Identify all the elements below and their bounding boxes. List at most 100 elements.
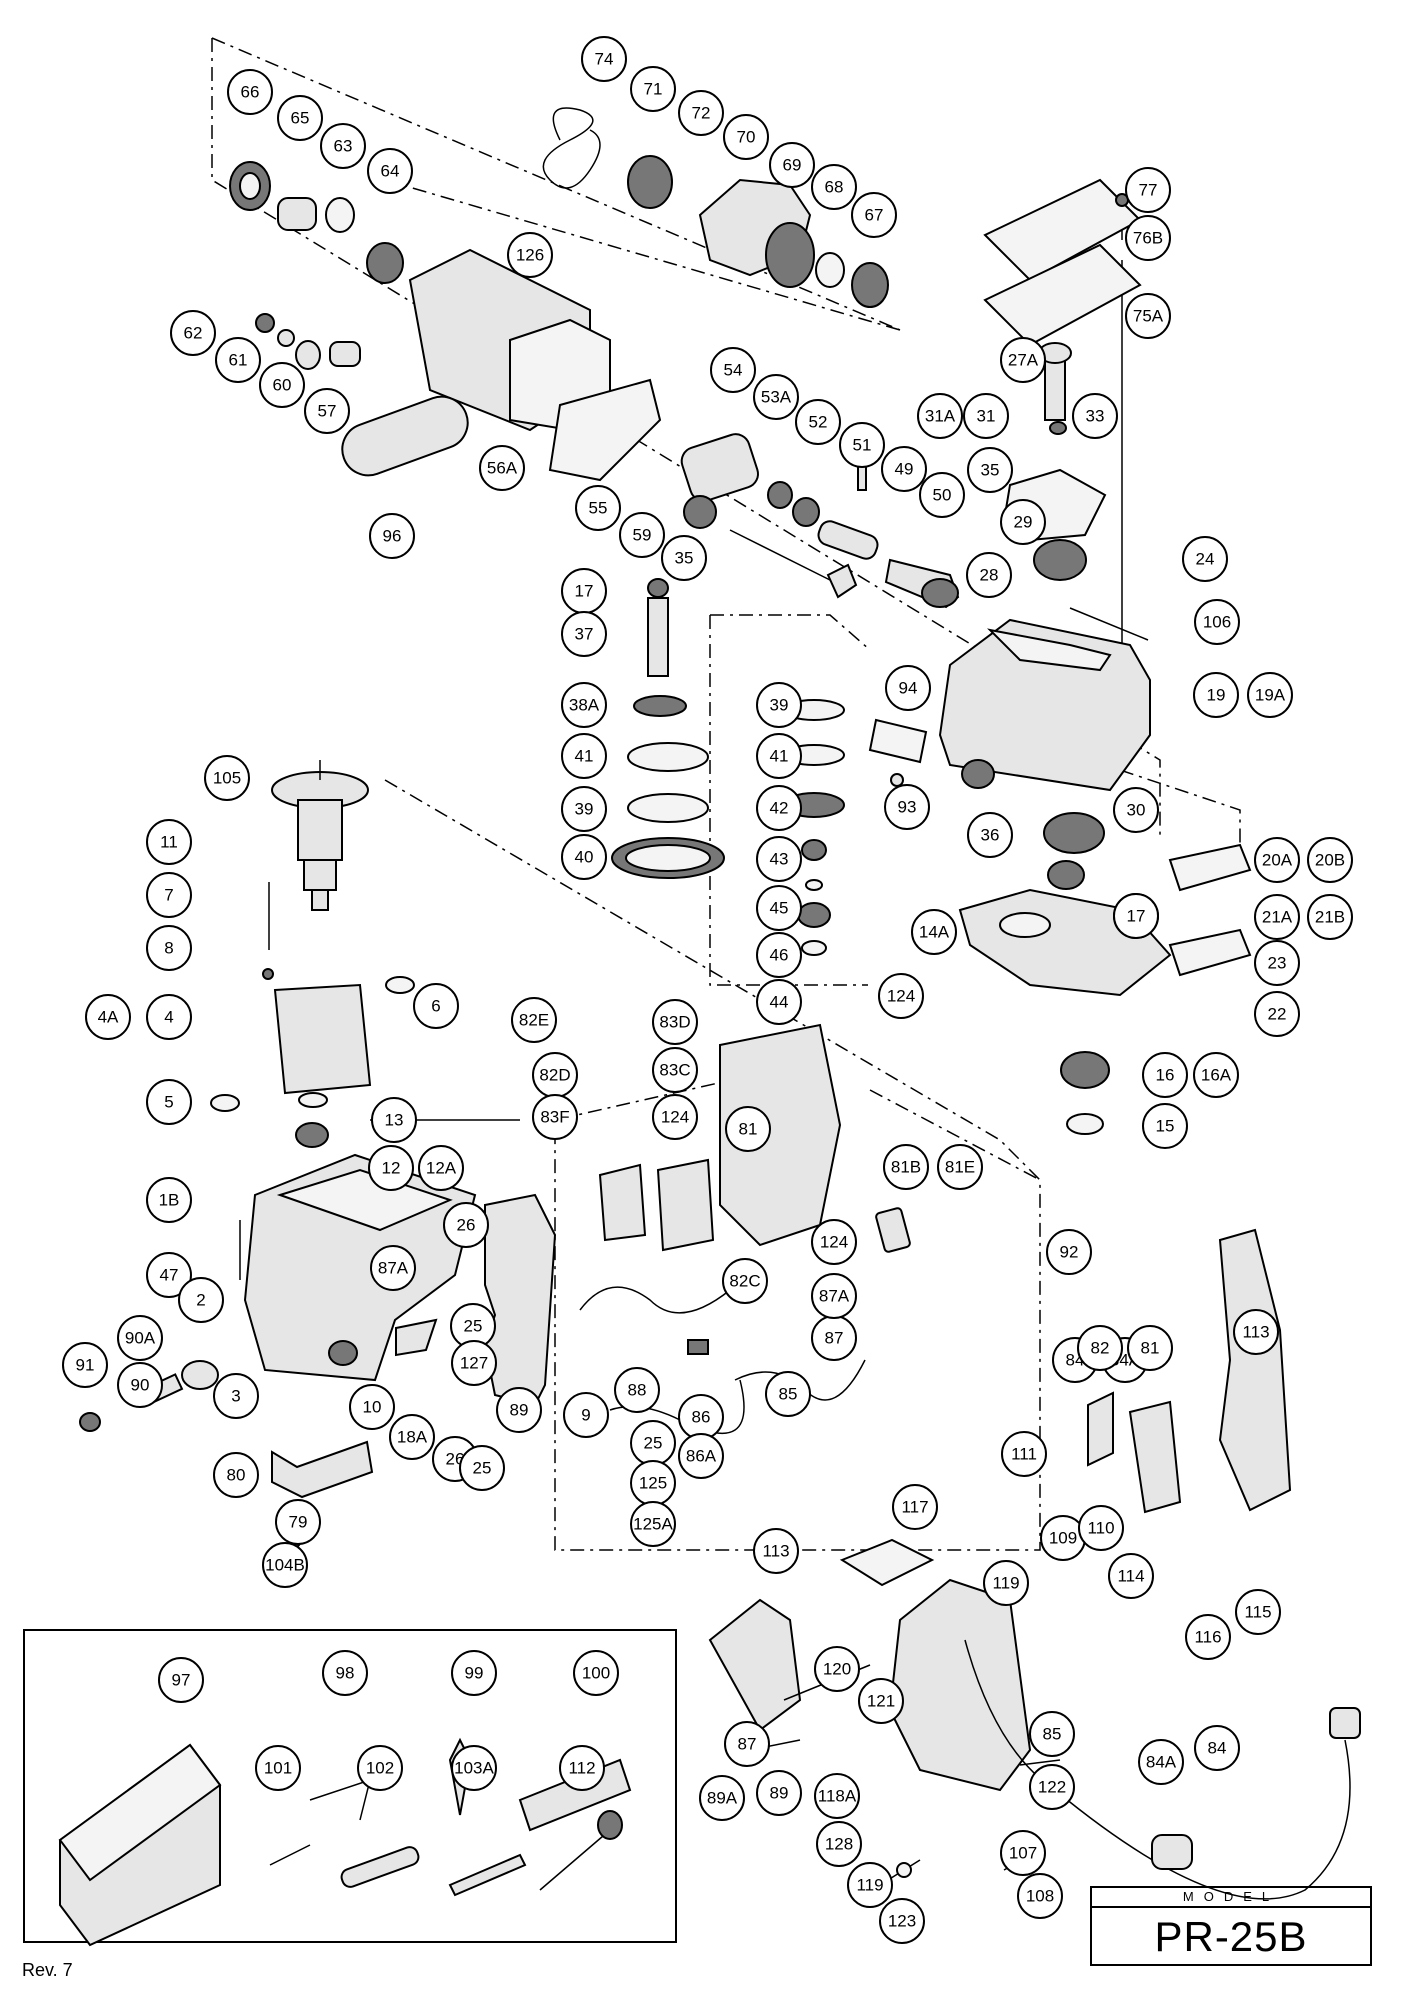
callout-label: 47 xyxy=(160,1266,179,1285)
callout-circle xyxy=(1078,1505,1124,1551)
callout-circle xyxy=(559,1745,605,1791)
callout-circle xyxy=(963,393,1009,439)
callout-label: 120 xyxy=(823,1660,851,1679)
callout-circle xyxy=(1072,393,1118,439)
callout-label: 86A xyxy=(686,1447,717,1466)
callout-circle xyxy=(1235,1589,1281,1635)
callout-circle xyxy=(879,1898,925,1944)
callout-82E: 82E xyxy=(511,997,557,1043)
callout-label: 85 xyxy=(779,1385,798,1404)
callout-label: 29 xyxy=(1014,513,1033,532)
callout-92: 92 xyxy=(1046,1229,1092,1275)
callout-label: 94 xyxy=(899,679,918,698)
callout-120: 120 xyxy=(814,1646,860,1692)
callout-circle xyxy=(1017,1873,1063,1919)
callout-label: 25 xyxy=(644,1434,663,1453)
callout-circle xyxy=(967,812,1013,858)
callout-label: 90 xyxy=(131,1376,150,1395)
callout-label: 41 xyxy=(575,747,594,766)
callout-label: 5 xyxy=(164,1093,173,1112)
callout-label: 92 xyxy=(1060,1243,1079,1262)
callout-circle xyxy=(1029,1764,1075,1810)
callout-89: 89 xyxy=(496,1387,542,1433)
callout-circle xyxy=(85,994,131,1040)
callout-circle xyxy=(911,909,957,955)
callout-circle xyxy=(811,1273,857,1319)
callout-110: 110 xyxy=(1078,1505,1124,1551)
callout-label: 100 xyxy=(582,1664,610,1683)
callout-circle xyxy=(561,733,607,779)
callout-label: 53A xyxy=(761,388,792,407)
callout-label: 86 xyxy=(692,1408,711,1427)
callout-label: 2 xyxy=(196,1291,205,1310)
callout-label: 81 xyxy=(1141,1339,1160,1358)
callout-label: 76B xyxy=(1133,229,1163,248)
callout-circle xyxy=(322,1650,368,1696)
callout-81: 81 xyxy=(1127,1325,1173,1371)
callout-20B: 20B xyxy=(1307,837,1353,883)
callout-101: 101 xyxy=(255,1745,301,1791)
callout-circle xyxy=(878,973,924,1019)
callout-label: 12A xyxy=(426,1159,457,1178)
callout-circle xyxy=(723,114,769,160)
callout-121: 121 xyxy=(858,1678,904,1724)
callout-21B: 21B xyxy=(1307,894,1353,940)
callout-label: 110 xyxy=(1087,1519,1114,1538)
callout-label: 114 xyxy=(1117,1567,1144,1586)
callout-circle xyxy=(369,513,415,559)
callout-36: 36 xyxy=(967,812,1013,858)
callout-label: 35 xyxy=(675,549,694,568)
callout-65: 65 xyxy=(277,95,323,141)
callout-label: 28 xyxy=(980,566,999,585)
callout-label: 119 xyxy=(992,1574,1019,1593)
callout-100: 100 xyxy=(573,1650,619,1696)
callout-label: 46 xyxy=(770,946,789,965)
callout-circle xyxy=(1307,837,1353,883)
callout-label: 119 xyxy=(856,1876,883,1895)
callout-26: 26 xyxy=(443,1202,489,1248)
callout-37: 37 xyxy=(561,611,607,657)
callout-label: 81 xyxy=(739,1120,758,1139)
callout-circle xyxy=(1193,672,1239,718)
callout-label: 113 xyxy=(762,1542,789,1561)
callout-label: 31A xyxy=(925,407,956,426)
callout-label: 49 xyxy=(895,460,914,479)
callout-label: 17 xyxy=(575,582,594,601)
callout-circle xyxy=(1194,1725,1240,1771)
callout-29: 29 xyxy=(1000,499,1046,545)
callout-53A: 53A xyxy=(753,374,799,420)
callout-circle xyxy=(795,399,841,445)
callout-label: 63 xyxy=(334,137,353,156)
callout-circle xyxy=(304,388,350,434)
callout-label: 42 xyxy=(770,799,789,818)
callout-circle xyxy=(811,1219,857,1265)
callout-label: 122 xyxy=(1038,1778,1066,1797)
callout-11: 11 xyxy=(146,819,192,865)
callout-8: 8 xyxy=(146,925,192,971)
callout-16A: 16A xyxy=(1193,1052,1239,1098)
callout-label: 12 xyxy=(382,1159,401,1178)
model-box: MODEL PR-25B xyxy=(1090,1886,1372,1966)
callout-circle xyxy=(255,1745,301,1791)
callout-circle xyxy=(213,1452,259,1498)
callout-85: 85 xyxy=(765,1371,811,1417)
callout-label: 125A xyxy=(633,1515,673,1534)
accessory-panel xyxy=(23,1629,677,1943)
callout-10: 10 xyxy=(349,1384,395,1430)
callout-119: 119 xyxy=(983,1560,1029,1606)
callout-108: 108 xyxy=(1017,1873,1063,1919)
callout-127: 127 xyxy=(451,1340,497,1386)
callout-label: 85 xyxy=(1043,1725,1062,1744)
callout-circle xyxy=(756,979,802,1025)
callout-60: 60 xyxy=(259,362,305,408)
callout-label: 8 xyxy=(164,939,173,958)
callout-label: 65 xyxy=(291,109,310,128)
model-header: MODEL xyxy=(1092,1888,1370,1908)
callout-90: 90 xyxy=(117,1362,163,1408)
callout-125: 125 xyxy=(630,1460,676,1506)
callout-49: 49 xyxy=(881,446,927,492)
callout-circle xyxy=(146,819,192,865)
callout-circle xyxy=(753,1528,799,1574)
callout-circle xyxy=(1001,1431,1047,1477)
callout-124: 124 xyxy=(652,1094,698,1140)
